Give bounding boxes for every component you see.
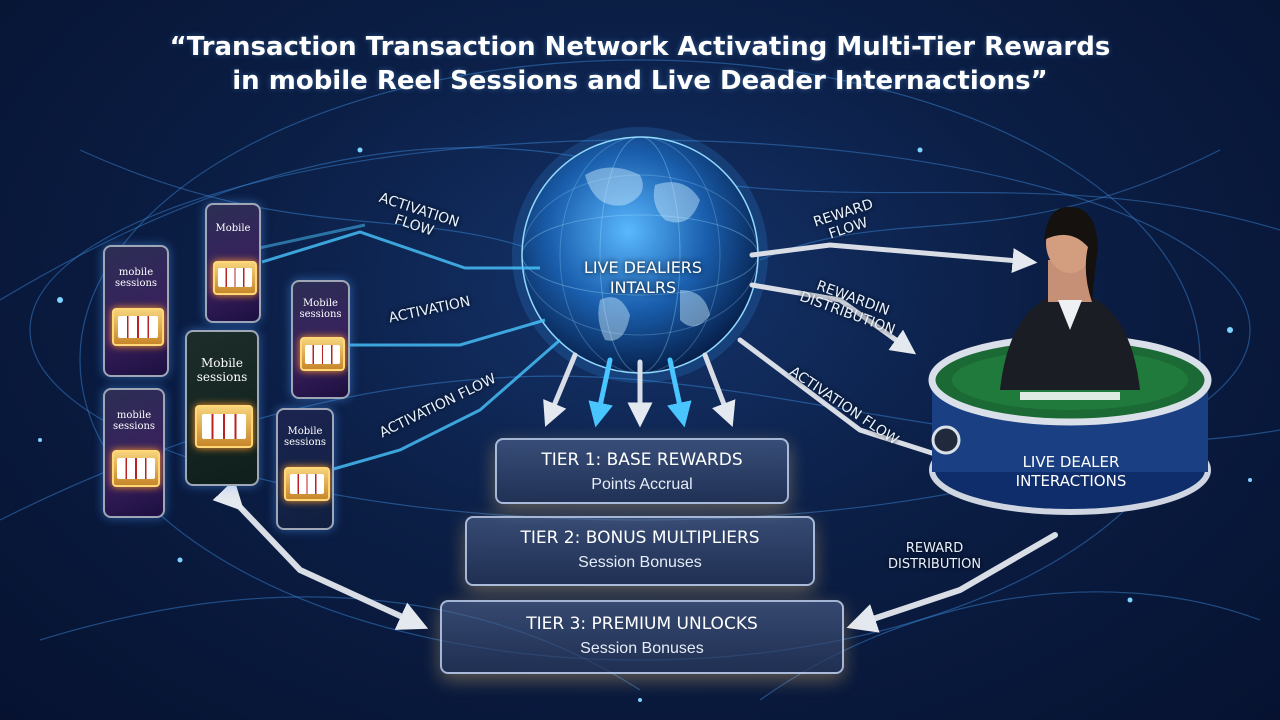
slot-reel-icon bbox=[299, 337, 346, 372]
slot-reel-icon bbox=[213, 260, 257, 295]
mobile-phone-6: mobile sessions bbox=[103, 388, 165, 518]
slot-reel-icon bbox=[284, 466, 330, 502]
tier-2-title: TIER 2: BONUS MULTIPLIERS bbox=[520, 528, 760, 548]
tier-1-subtitle: Points Accrual bbox=[591, 476, 693, 493]
tier-3-title: TIER 3: PREMIUM UNLOCKS bbox=[526, 614, 758, 634]
mobile-phone-3: Mobile sessions bbox=[291, 280, 350, 399]
tier-arrows bbox=[543, 352, 736, 428]
phone-label: mobile sessions bbox=[114, 267, 158, 289]
title-line-2: in mobile Reel Sessions and Live Deader … bbox=[232, 66, 1048, 96]
dealer-avatar bbox=[1000, 206, 1140, 400]
network-nodes bbox=[38, 147, 1252, 702]
bottom-flow-arrows bbox=[212, 479, 1058, 633]
globe-label: LIVE DEALIERS INTALRS bbox=[583, 258, 703, 297]
mobile-phone-2: Mobile bbox=[205, 203, 261, 323]
activation-flow-lines bbox=[249, 223, 561, 472]
mobile-phone-1: mobile sessions bbox=[103, 245, 169, 377]
phone-label: Mobile sessions bbox=[196, 356, 248, 384]
diagram-title: “Transaction Transaction Network Activat… bbox=[0, 30, 1280, 98]
tier-2-subtitle: Session Bonuses bbox=[578, 554, 702, 571]
tier-2-box: TIER 2: BONUS MULTIPLIERS Session Bonuse… bbox=[465, 516, 815, 586]
slot-reel-icon bbox=[112, 308, 164, 346]
reward-distribution-label-low: REWARD DISTRIBUTION bbox=[888, 541, 982, 572]
slot-reel-icon bbox=[111, 450, 161, 488]
title-line-1: “Transaction Transaction Network Activat… bbox=[169, 32, 1111, 62]
slot-reel-icon bbox=[195, 404, 253, 449]
live-dealer-label: LIVE DEALER INTERACTIONS bbox=[1015, 453, 1127, 490]
phone-label: Mobile bbox=[215, 223, 251, 234]
globe bbox=[512, 127, 768, 383]
tier-3-subtitle: Session Bonuses bbox=[580, 640, 704, 657]
reward-flow-arrows bbox=[737, 242, 1038, 465]
phone-label: mobile sessions bbox=[112, 410, 156, 432]
tier-3-box: TIER 3: PREMIUM UNLOCKS Session Bonuses bbox=[440, 600, 844, 674]
tier-1-box: TIER 1: BASE REWARDS Points Accrual bbox=[495, 438, 789, 504]
phone-label: Mobile sessions bbox=[283, 426, 327, 448]
tier-1-title: TIER 1: BASE REWARDS bbox=[541, 450, 743, 470]
phone-label: Mobile sessions bbox=[299, 298, 342, 320]
mobile-phone-5: Mobile sessions bbox=[276, 408, 334, 530]
mobile-phone-4: Mobile sessions bbox=[185, 330, 259, 486]
